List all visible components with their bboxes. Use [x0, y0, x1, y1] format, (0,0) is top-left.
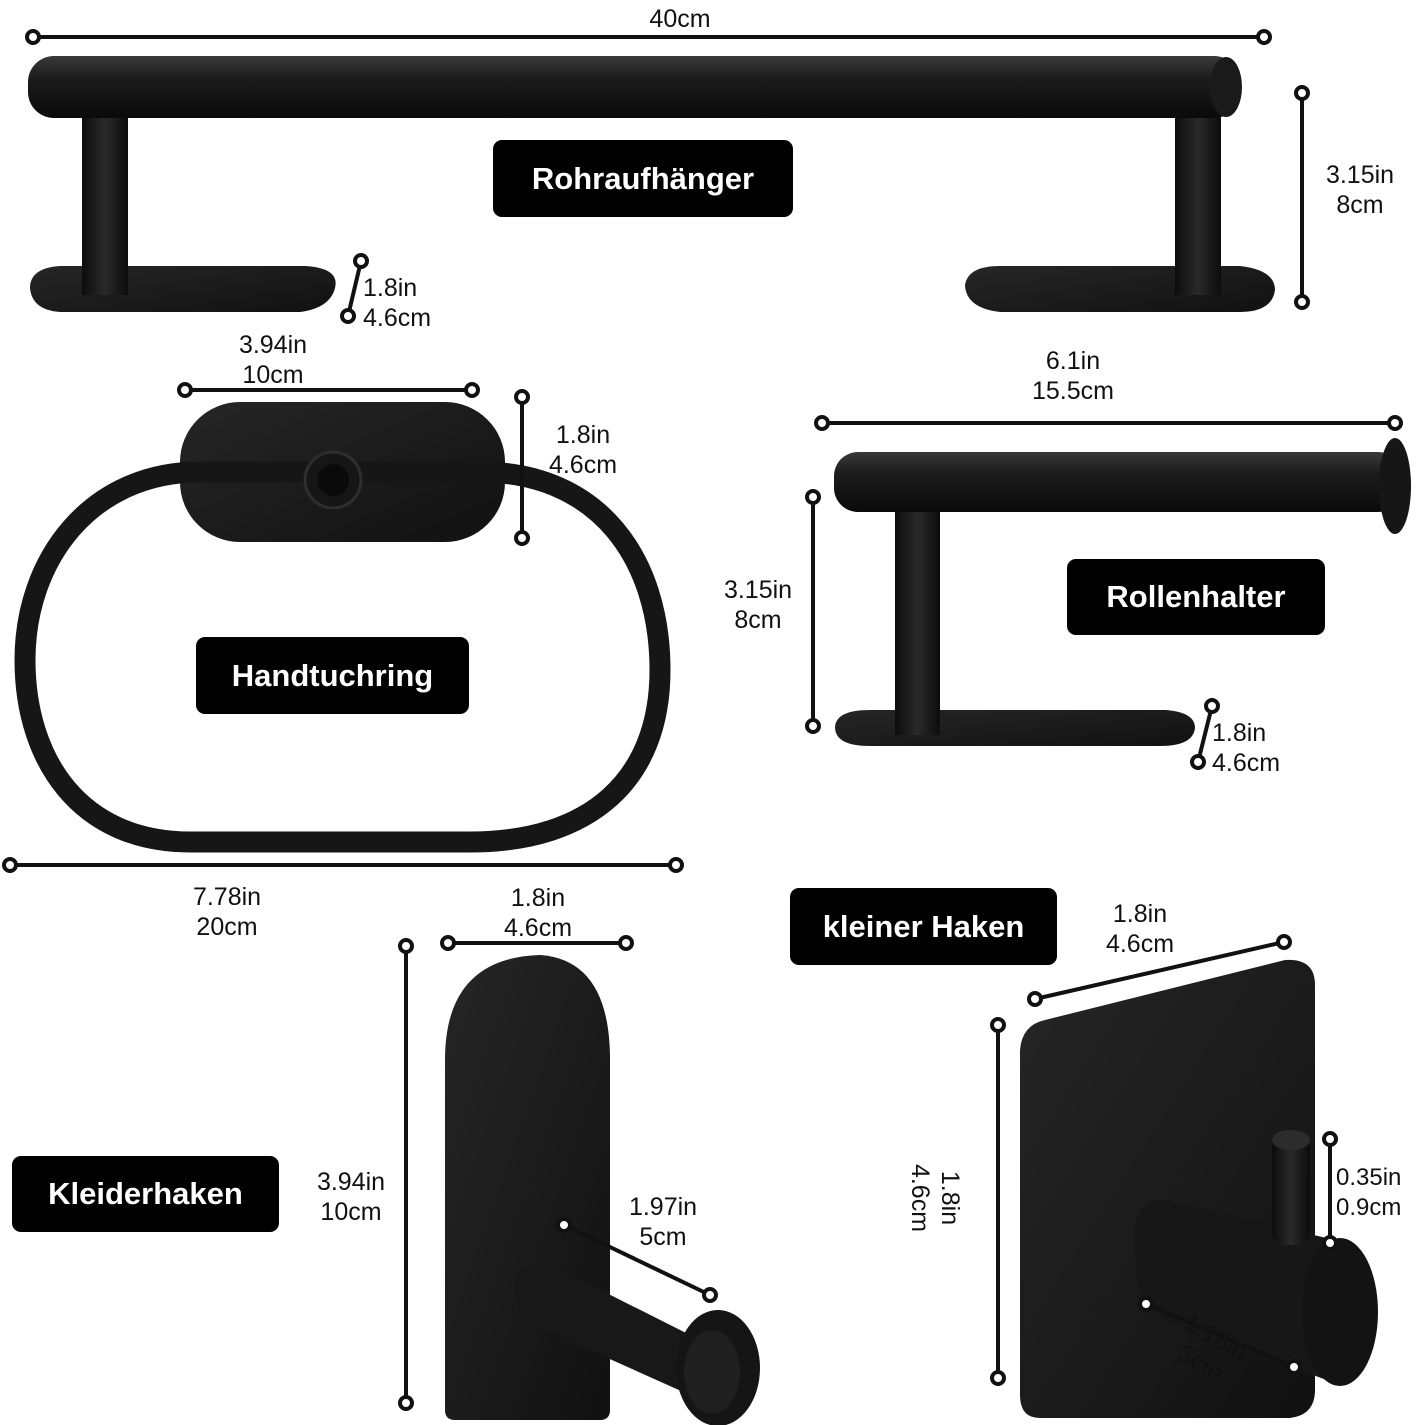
- robe-hook-plate: [445, 955, 610, 1420]
- towel-bar-post-left: [82, 95, 128, 295]
- towel-bar-base-right: [965, 266, 1275, 312]
- roll-holder-rod: [834, 452, 1402, 512]
- dimension-lines: [2, 29, 1403, 1411]
- roll-holder-label: Rollenhalter: [1067, 559, 1325, 635]
- towel-ring-product: [14, 402, 671, 853]
- small-hook-tip: [1272, 1135, 1310, 1245]
- roll-holder-product: [834, 438, 1411, 746]
- towel-ring-loop: [14, 461, 671, 853]
- towel-bar-base-left: [30, 266, 336, 312]
- towel-bar-length-text: 40cm: [649, 5, 711, 33]
- robe-hook-product: [445, 955, 760, 1425]
- towel-bar-rod: [28, 56, 1240, 118]
- towel-bar-label: Rohraufhänger: [493, 140, 793, 217]
- towel-bar-post-right: [1175, 95, 1221, 295]
- roll-holder-endcap: [1379, 438, 1411, 534]
- roll-holder-post: [895, 500, 940, 735]
- robe-hook-arm: [515, 1262, 690, 1395]
- small-hook-label: kleiner Haken: [790, 888, 1057, 965]
- robe-hook-label: Kleiderhaken: [12, 1156, 279, 1232]
- small-hook-barrel: [1135, 1200, 1340, 1385]
- towel-ring-label: Handtuchring: [196, 637, 469, 714]
- small-hook-barrel-end: [1302, 1238, 1378, 1386]
- towel-bar-product: [28, 56, 1275, 312]
- small-hook-product: [1020, 959, 1378, 1418]
- roll-holder-base: [835, 710, 1195, 746]
